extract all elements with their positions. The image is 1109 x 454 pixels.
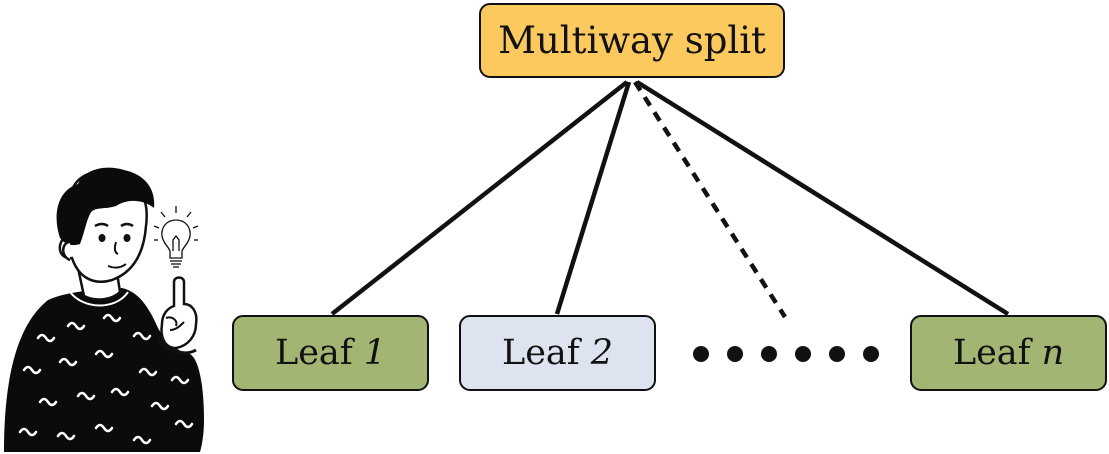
sweater-pattern [18, 313, 194, 445]
leaf-index: 1 [363, 333, 387, 373]
edge-root-leaf-1 [330, 80, 629, 316]
edge-root-leaf-2 [554, 81, 632, 315]
root-node-multiway-split: Multiway split [479, 3, 785, 78]
root-label: Multiway split [498, 19, 766, 62]
hair [56, 167, 155, 246]
person-with-lightbulb-idea-icon [4, 167, 204, 452]
leaf-index: n [1041, 333, 1065, 373]
ellipsis-dot [761, 346, 777, 362]
ellipsis-dots [693, 342, 879, 366]
leaf-label: Leaf [274, 333, 353, 373]
leaf-label: Leaf [501, 333, 580, 373]
ellipsis-dot [795, 346, 811, 362]
leaf-index: 2 [590, 333, 614, 373]
ellipsis-dot [829, 346, 845, 362]
edge-root-leaf-n [635, 80, 1010, 316]
edge-root-hidden-dashed [633, 80, 787, 319]
raised-hand [160, 276, 198, 350]
leaf-label: Leaf [952, 333, 1031, 373]
ellipsis-dot [693, 346, 709, 362]
sweater [4, 288, 204, 452]
ellipsis-dot [863, 346, 879, 362]
ellipsis-dot [727, 346, 743, 362]
lightbulb-icon [153, 206, 199, 268]
